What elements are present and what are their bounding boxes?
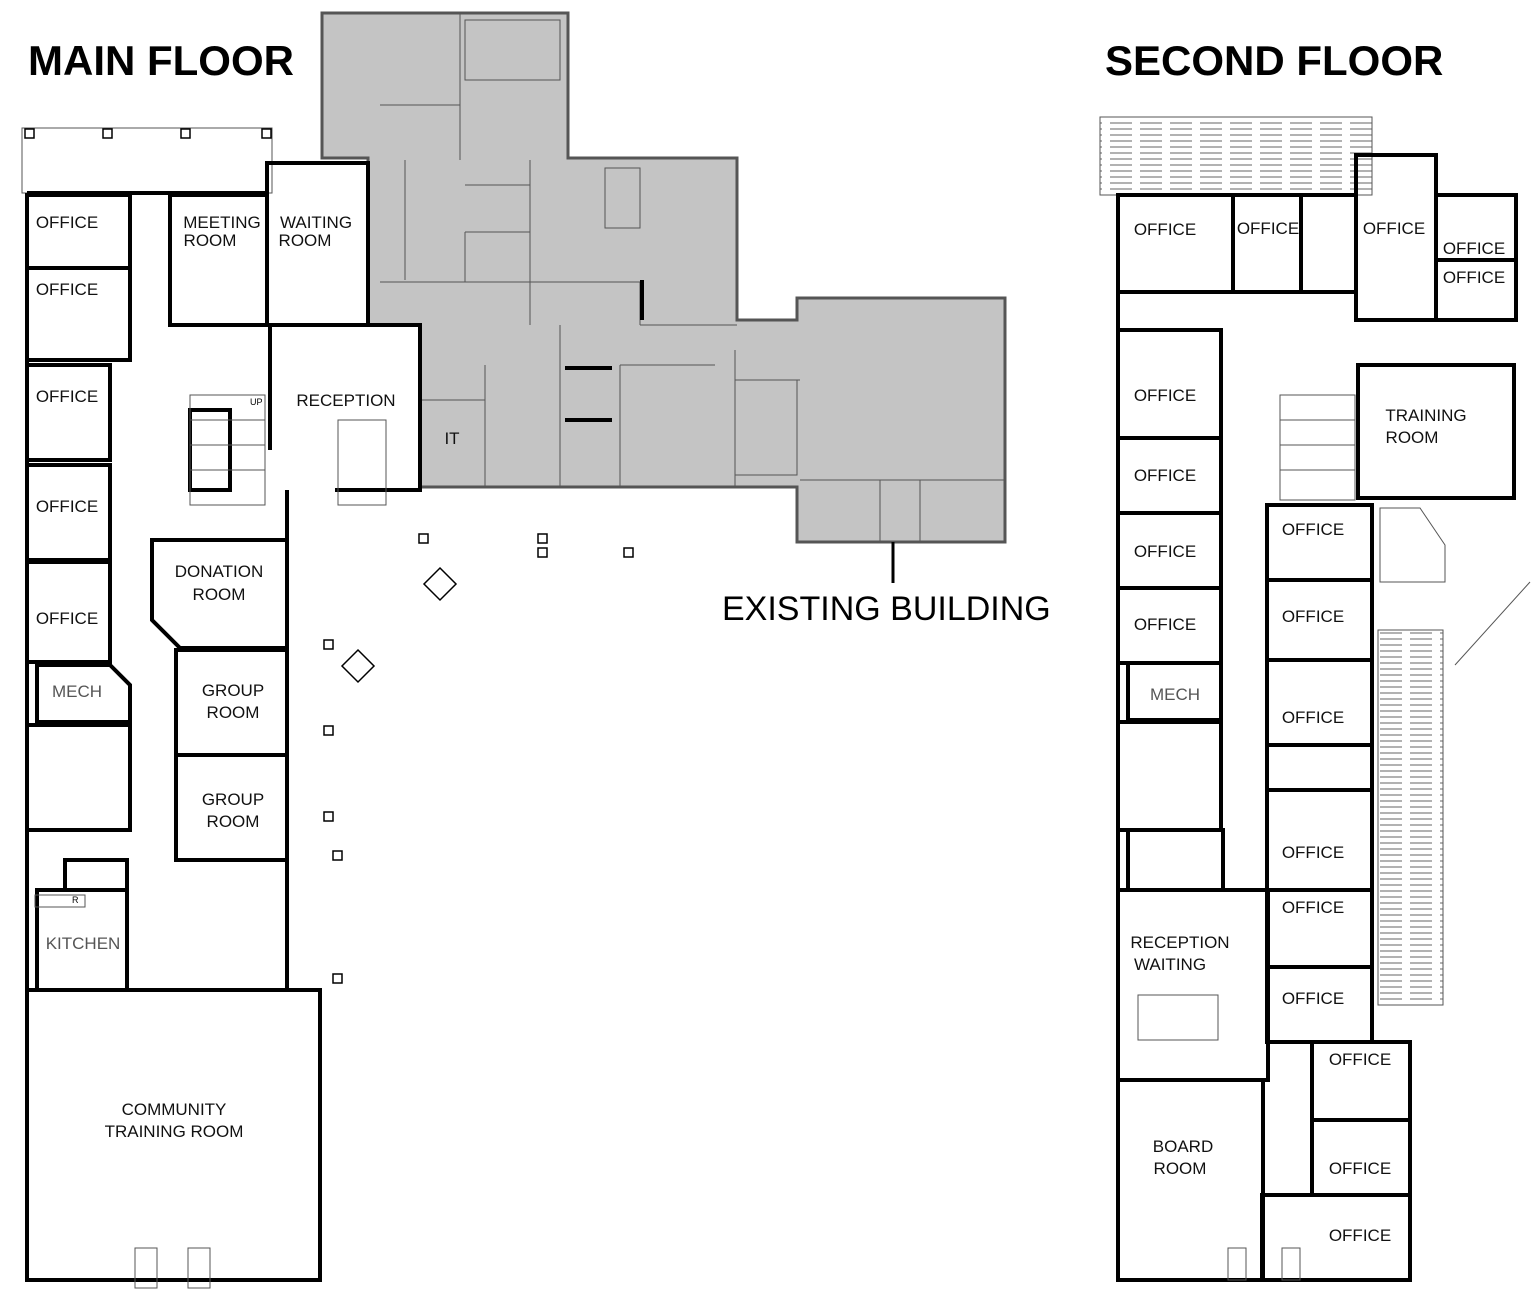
room-office-label: OFFICE (36, 609, 98, 628)
main-floor-labels: OFFICE OFFICE MEETING ROOM WAITING ROOM … (36, 213, 396, 1141)
room-group-label-1: GROUP (202, 790, 264, 809)
room-donation-label-1: DONATION (175, 562, 263, 581)
room-office-label: OFFICE (1443, 268, 1505, 287)
room-office-label: OFFICE (1237, 219, 1299, 238)
second-floor-title: SECOND FLOOR (1105, 37, 1443, 84)
room-office-label: OFFICE (1363, 219, 1425, 238)
room-office-label: OFFICE (36, 213, 98, 232)
room-waiting-label-1: WAITING (280, 213, 352, 232)
existing-building-label: EXISTING BUILDING (722, 590, 1051, 628)
room-office-label: OFFICE (1134, 615, 1196, 634)
fridge-label: R (72, 895, 79, 905)
existing-building: IT (320, 11, 1007, 544)
room-meeting-label-2: ROOM (184, 231, 237, 250)
room-office-label: OFFICE (1443, 239, 1505, 258)
room-office-label: OFFICE (36, 497, 98, 516)
second-floor-walls (1099, 116, 1531, 1282)
room-office-label: OFFICE (1134, 542, 1196, 561)
room-community-label-1: COMMUNITY (122, 1100, 227, 1119)
room-reception-label: RECEPTION (296, 391, 395, 410)
second-floor-labels: OFFICE OFFICE OFFICE OFFICE OFFICE OFFIC… (1130, 219, 1505, 1245)
room-office-label: OFFICE (1282, 843, 1344, 862)
room-office-label: OFFICE (1134, 220, 1196, 239)
room-office-label: OFFICE (1134, 386, 1196, 405)
room-office-label: OFFICE (1329, 1050, 1391, 1069)
room-group-label-2: ROOM (207, 812, 260, 831)
room-training-label-1: TRAINING (1385, 406, 1466, 425)
room-meeting-label-1: MEETING (183, 213, 260, 232)
room-office-label: OFFICE (1329, 1159, 1391, 1178)
room-kitchen-label: KITCHEN (46, 934, 121, 953)
room-group-label-1: GROUP (202, 681, 264, 700)
main-floor-walls: UP R (21, 127, 634, 1289)
room-office-label: OFFICE (1282, 520, 1344, 539)
room-board-label-1: BOARD (1153, 1137, 1213, 1156)
room-group-label-2: ROOM (207, 703, 260, 722)
room-office-label: OFFICE (1282, 708, 1344, 727)
room-waiting-label-2: ROOM (279, 231, 332, 250)
room-office-label: OFFICE (1282, 607, 1344, 626)
stair-up-label: UP (250, 397, 263, 407)
room-community-label-2: TRAINING ROOM (105, 1122, 244, 1141)
room-donation-label-2: ROOM (193, 585, 246, 604)
room-reception-waiting-label-1: RECEPTION (1130, 933, 1229, 952)
room-office-label: OFFICE (1282, 989, 1344, 1008)
room-office-label: OFFICE (1134, 466, 1196, 485)
room-office-label: OFFICE (1282, 898, 1344, 917)
room-mech-label: MECH (1150, 685, 1200, 704)
room-office-label: OFFICE (36, 280, 98, 299)
room-office-label: OFFICE (36, 387, 98, 406)
room-reception-waiting-label-2: WAITING (1134, 955, 1206, 974)
room-training-label-2: ROOM (1386, 428, 1439, 447)
room-it-label: IT (444, 429, 459, 448)
main-floor-title: MAIN FLOOR (28, 37, 294, 84)
room-board-label-2: ROOM (1154, 1159, 1207, 1178)
room-mech-label: MECH (52, 682, 102, 701)
room-office-label: OFFICE (1329, 1226, 1391, 1245)
